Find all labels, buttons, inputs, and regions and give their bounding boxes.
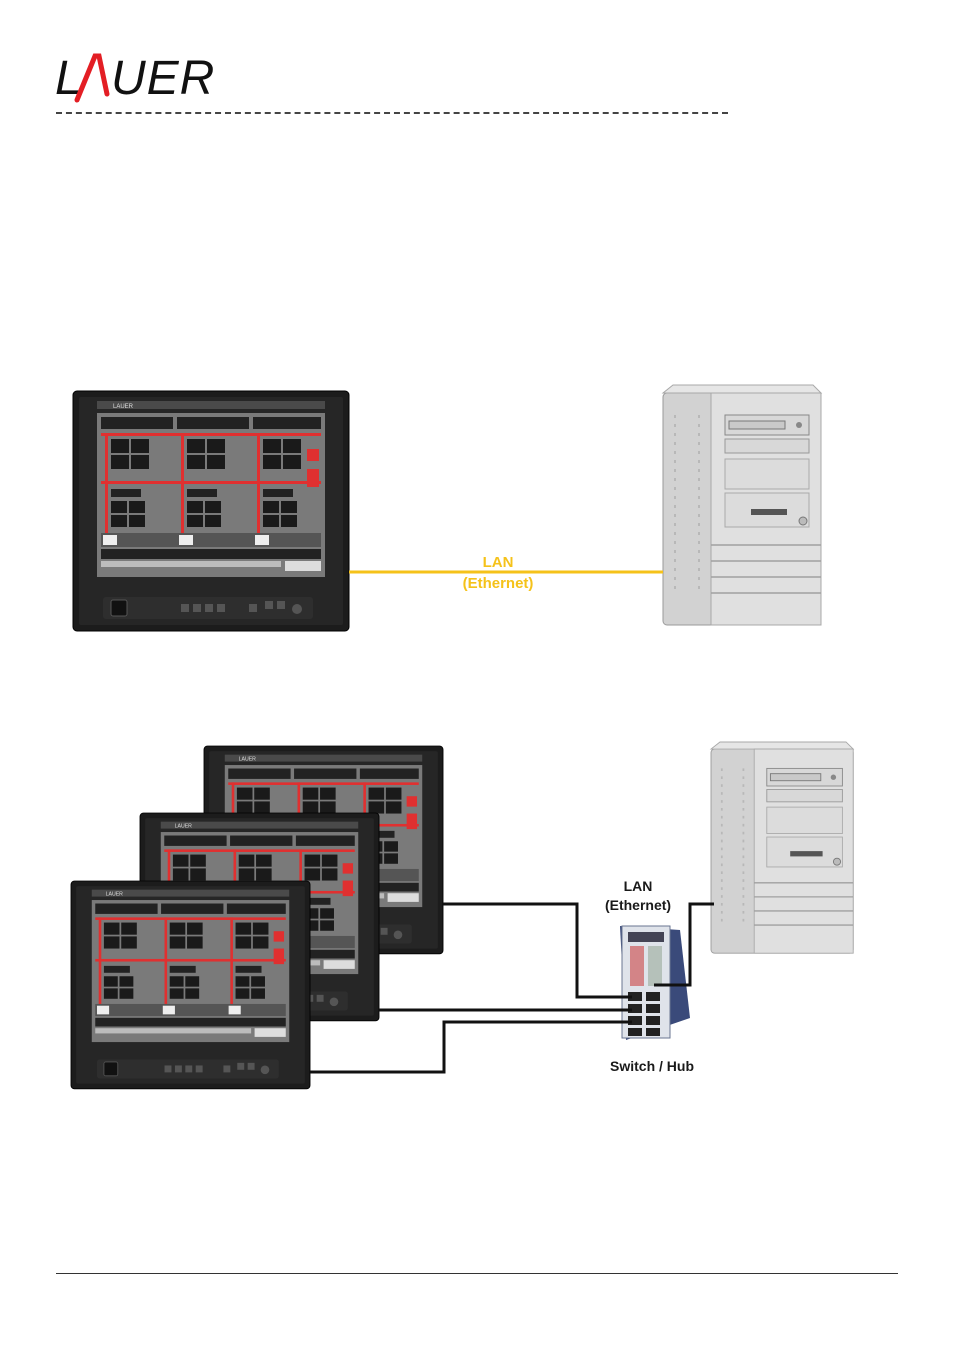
- diagram2-lan-label: LAN: [624, 878, 653, 894]
- diagram2-server-tower: [711, 742, 853, 953]
- diagram1-panel-pc: [73, 391, 349, 631]
- cable-back-panel: [443, 904, 632, 997]
- footer-rule: [56, 1273, 898, 1274]
- cable-front-panel: [310, 1022, 632, 1072]
- diagram1-ethernet-label: (Ethernet): [463, 575, 534, 592]
- switch-hub-label: Switch / Hub: [610, 1058, 694, 1074]
- diagram1-lan-label: LAN: [483, 554, 514, 571]
- diagram2-panel-pc-front: [71, 881, 310, 1089]
- diagram2-ethernet-label: (Ethernet): [605, 897, 671, 913]
- diagram1-server-tower: [663, 385, 821, 625]
